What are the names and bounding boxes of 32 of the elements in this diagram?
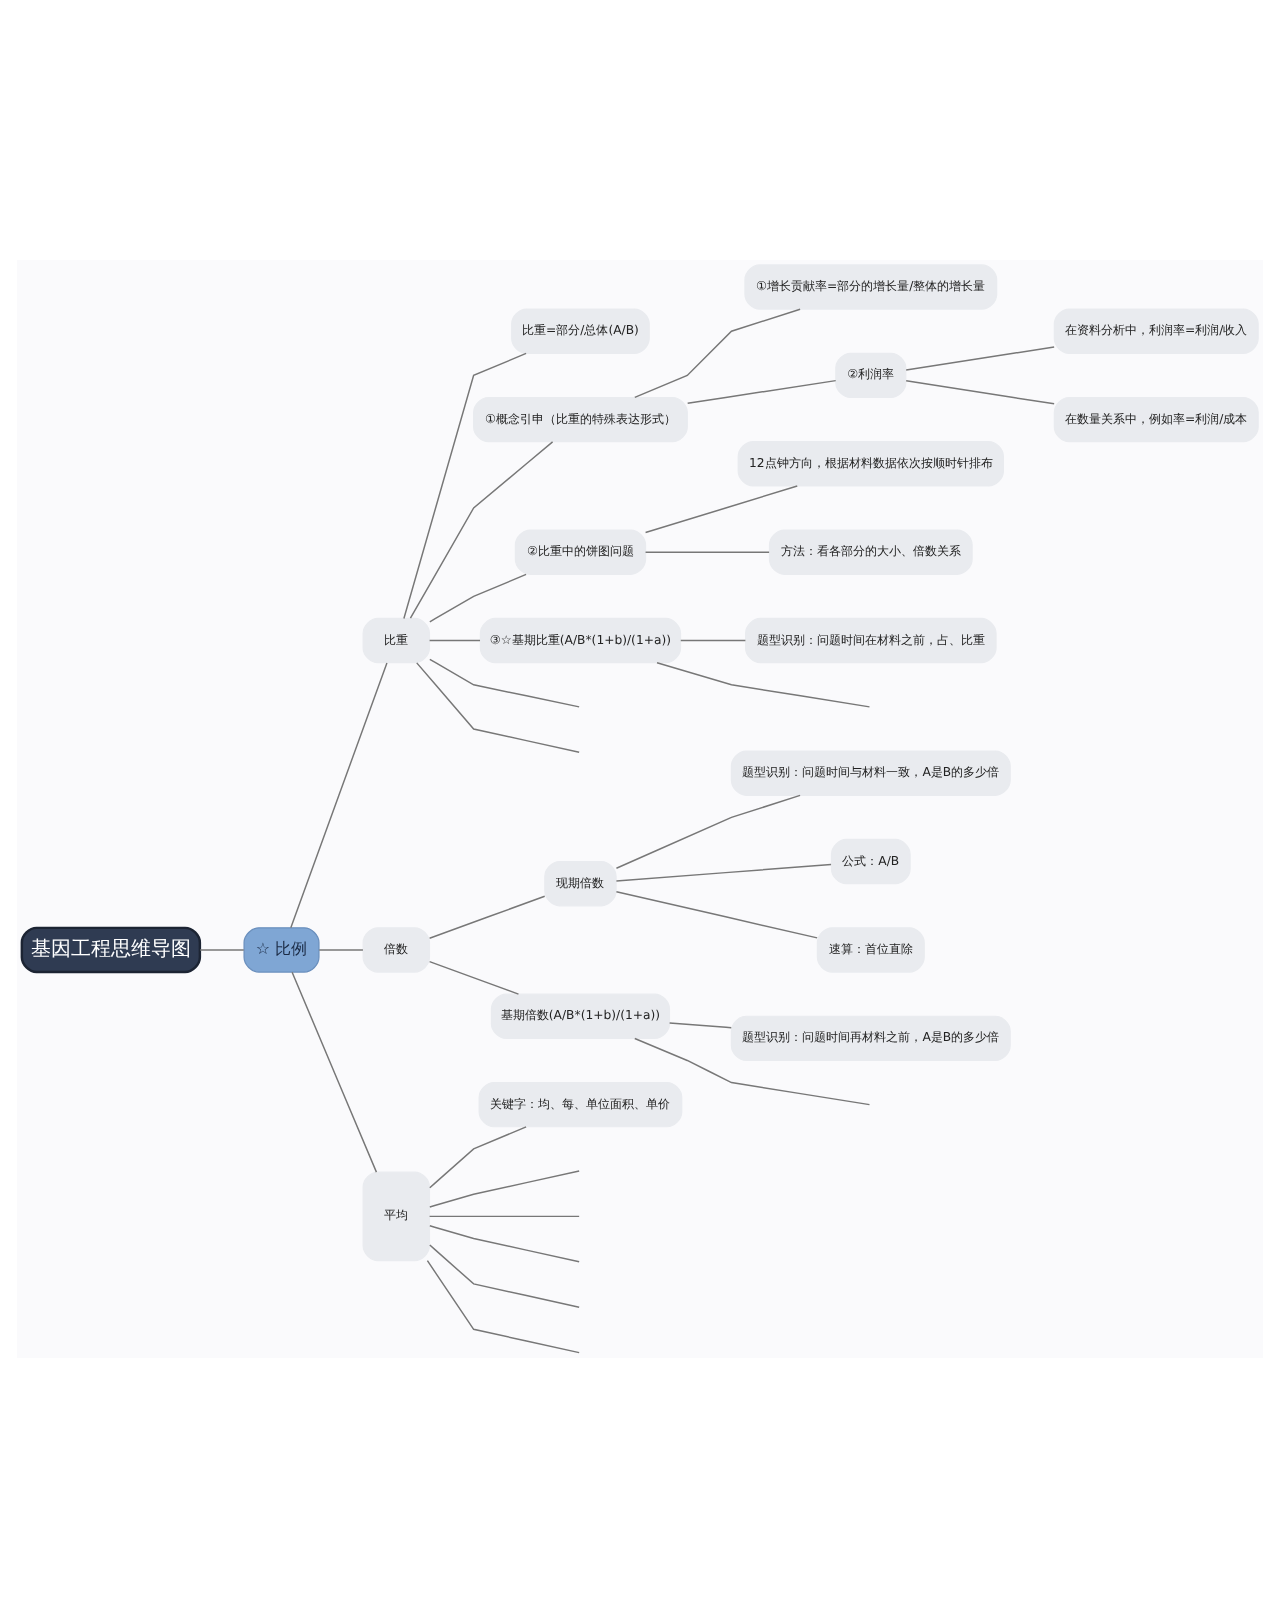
connector — [686, 378, 837, 404]
connector — [634, 307, 801, 398]
connector — [428, 894, 546, 938]
connector — [656, 661, 871, 707]
connector — [429, 1169, 580, 1207]
connector — [615, 889, 818, 938]
connector — [905, 345, 1055, 370]
connector — [615, 793, 801, 869]
connector — [615, 862, 832, 881]
connector — [644, 484, 798, 533]
connector — [428, 638, 481, 641]
connector — [318, 948, 364, 950]
connector — [291, 970, 378, 1172]
connector — [680, 638, 747, 641]
connector — [905, 379, 1055, 404]
connector — [428, 959, 520, 994]
connector — [429, 1224, 580, 1262]
connector — [668, 1021, 732, 1028]
connector — [428, 1214, 580, 1217]
connector — [403, 351, 527, 619]
node-box: 基因工程思维导图 — [20, 925, 202, 973]
connector — [426, 1258, 580, 1353]
connector — [429, 1125, 527, 1188]
connector — [429, 657, 580, 707]
connector — [429, 1243, 580, 1307]
connector — [416, 661, 580, 753]
connector — [634, 1036, 871, 1105]
connector — [644, 550, 770, 552]
connector — [290, 661, 388, 928]
connector — [199, 948, 245, 950]
connector — [429, 572, 527, 622]
connector — [409, 440, 554, 618]
